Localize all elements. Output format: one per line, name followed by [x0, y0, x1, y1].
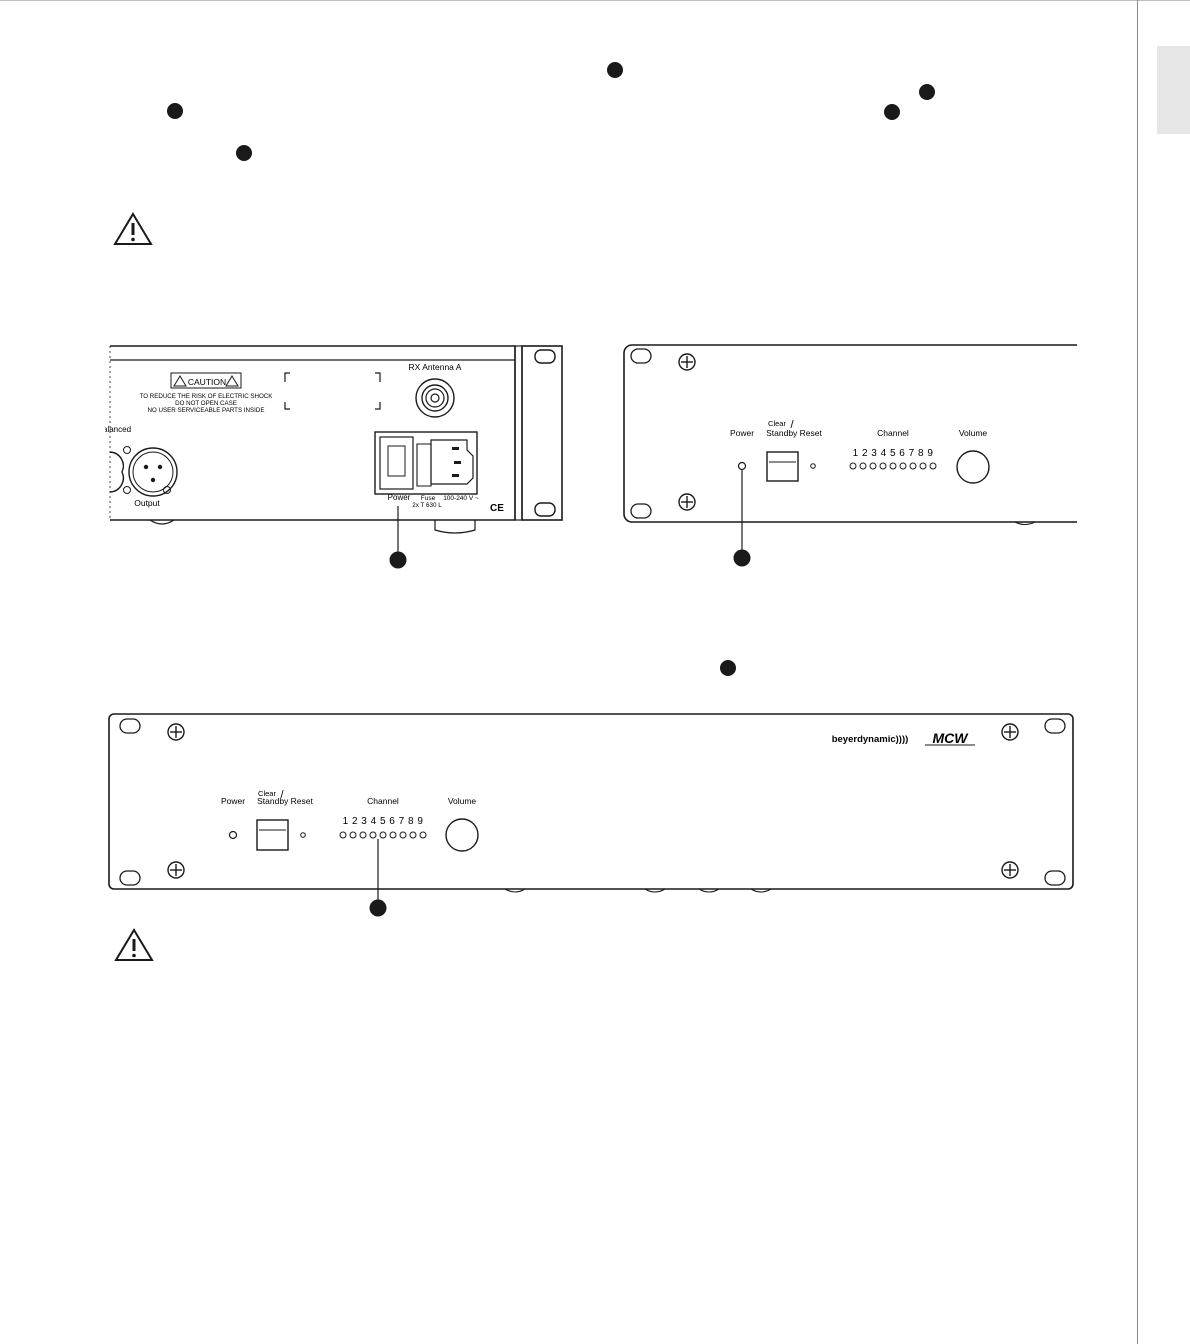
- callout-marker-icon: [389, 551, 407, 569]
- rear-power-label: Power: [388, 493, 411, 502]
- channel-leds: [339, 831, 427, 839]
- channel-numbers: 1 2 3 4 5 6 7 8 9: [343, 816, 424, 827]
- volume-knob: [956, 450, 990, 484]
- callout-marker-icon: [236, 145, 252, 161]
- top-rule: [0, 0, 1190, 1]
- clear-label: Clear: [258, 789, 276, 798]
- antenna-connector-icon: [415, 378, 455, 418]
- caution-line-1: TO REDUCE THE RISK OF ELECTRIC SHOCK: [140, 393, 274, 400]
- screw-plus-icon: [1001, 723, 1019, 741]
- iec-inlet-icon: [430, 439, 474, 485]
- fuse-label: Fuse: [421, 495, 436, 502]
- screw-plus-icon: [167, 723, 185, 741]
- voltage-label: 100-240 V ~: [443, 495, 479, 502]
- power-led: [228, 830, 238, 840]
- callout-marker-icon: [884, 104, 900, 120]
- ce-mark: CE: [490, 503, 504, 514]
- channel-numbers: 1 2 3 4 5 6 7 8 9: [853, 448, 934, 459]
- channel-leds: [849, 462, 937, 470]
- product-logo: MCW: [933, 730, 970, 746]
- screw-plus-icon: [167, 861, 185, 879]
- caution-title: CAUTION: [188, 377, 226, 387]
- screw-plus-icon: [1001, 861, 1019, 879]
- callout-marker-icon: [733, 549, 751, 567]
- screw-plus-icon: [678, 493, 696, 511]
- balanced-label: alanced: [105, 425, 131, 434]
- clear-slash: /: [790, 419, 794, 431]
- standby-reset-label: Standby Reset: [766, 428, 822, 438]
- volume-label: Volume: [448, 796, 477, 806]
- volume-label: Volume: [959, 428, 988, 438]
- output-label: Output: [134, 498, 160, 508]
- front-panel-crop-drawing: Power Clear / Standby Reset Channel 1 2 …: [623, 344, 1077, 567]
- warning-triangle-icon: [114, 928, 154, 961]
- callout-marker-icon: [919, 84, 935, 100]
- power-label: Power: [221, 796, 245, 806]
- rear-panel-drawing: CAUTION TO REDUCE THE RISK OF ELECTRIC S…: [105, 345, 563, 569]
- callout-marker-icon: [369, 899, 387, 917]
- caution-line-3: NO USER SERVICEABLE PARTS INSIDE: [148, 407, 265, 414]
- language-tab: [1157, 46, 1190, 134]
- clear-slash: /: [280, 789, 284, 801]
- standby-button: [766, 451, 799, 482]
- xlr-output-icon: [128, 447, 178, 497]
- clear-label: Clear: [768, 419, 786, 428]
- power-led: [737, 461, 747, 471]
- channel-label: Channel: [367, 796, 399, 806]
- callout-marker-icon: [607, 62, 623, 78]
- standby-button: [256, 819, 289, 851]
- power-switch: [379, 436, 414, 490]
- channel-label: Channel: [877, 428, 909, 438]
- right-margin-rule: [1137, 0, 1138, 1344]
- volume-knob: [445, 818, 479, 852]
- standby-reset-label: Standby Reset: [257, 796, 313, 806]
- brand-logo: beyerdynamic)))): [832, 734, 909, 745]
- callout-marker-icon: [720, 660, 736, 676]
- fuse-rating: 2x T 630 L: [412, 502, 442, 509]
- antenna-label: RX Antenna A: [409, 362, 462, 372]
- screw-plus-icon: [678, 353, 696, 371]
- front-panel-full-drawing: beyerdynamic)))) MCW Power Clear / Stand…: [108, 713, 1074, 917]
- power-label: Power: [730, 428, 754, 438]
- caution-line-2: DO NOT OPEN CASE: [175, 400, 237, 407]
- warning-triangle-icon: [113, 212, 153, 245]
- callout-marker-icon: [167, 103, 183, 119]
